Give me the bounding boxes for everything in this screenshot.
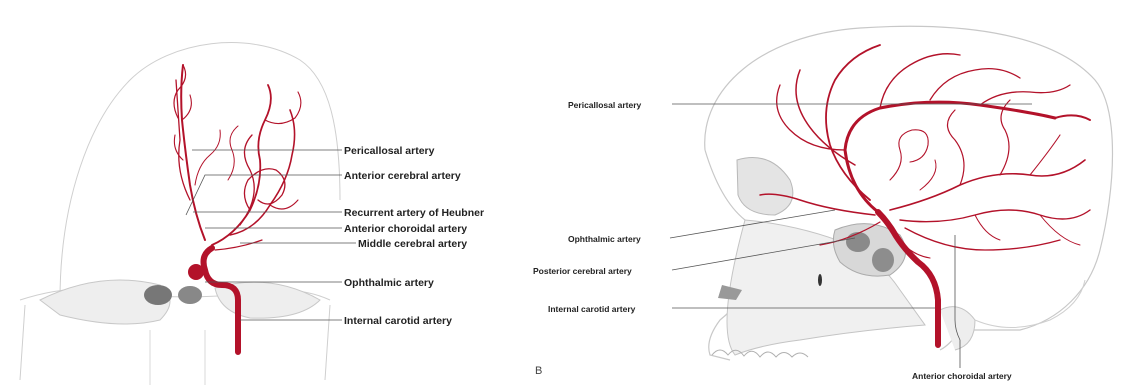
label-recurrent-artery-of-heubner: Recurrent artery of Heubner	[344, 207, 484, 219]
label-middle-cerebral-artery: Middle cerebral artery	[358, 238, 467, 250]
label-posterior-cerebral-artery: Posterior cerebral artery	[533, 265, 632, 277]
label-ophthalmic-artery-left: Ophthalmic artery	[344, 277, 434, 289]
label-anterior-choroidal-artery-left: Anterior choroidal artery	[344, 223, 467, 235]
label-internal-carotid-artery-right: Internal carotid artery	[548, 303, 635, 315]
label-internal-carotid-artery-left: Internal carotid artery	[344, 315, 452, 327]
label-pericallosal-artery-left: Pericallosal artery	[344, 145, 434, 157]
label-pericallosal-artery-right: Pericallosal artery	[568, 99, 641, 111]
label-anterior-cerebral-artery: Anterior cerebral artery	[344, 170, 461, 182]
frontal-skull-outline	[20, 43, 340, 380]
panel-letter-b: B	[535, 365, 542, 377]
label-anterior-choroidal-artery-right: Anterior choroidal artery	[912, 370, 1012, 382]
lateral-skull	[705, 26, 1113, 360]
label-ophthalmic-artery-right: Ophthalmic artery	[568, 233, 641, 245]
frontal-skull-base	[40, 280, 320, 385]
